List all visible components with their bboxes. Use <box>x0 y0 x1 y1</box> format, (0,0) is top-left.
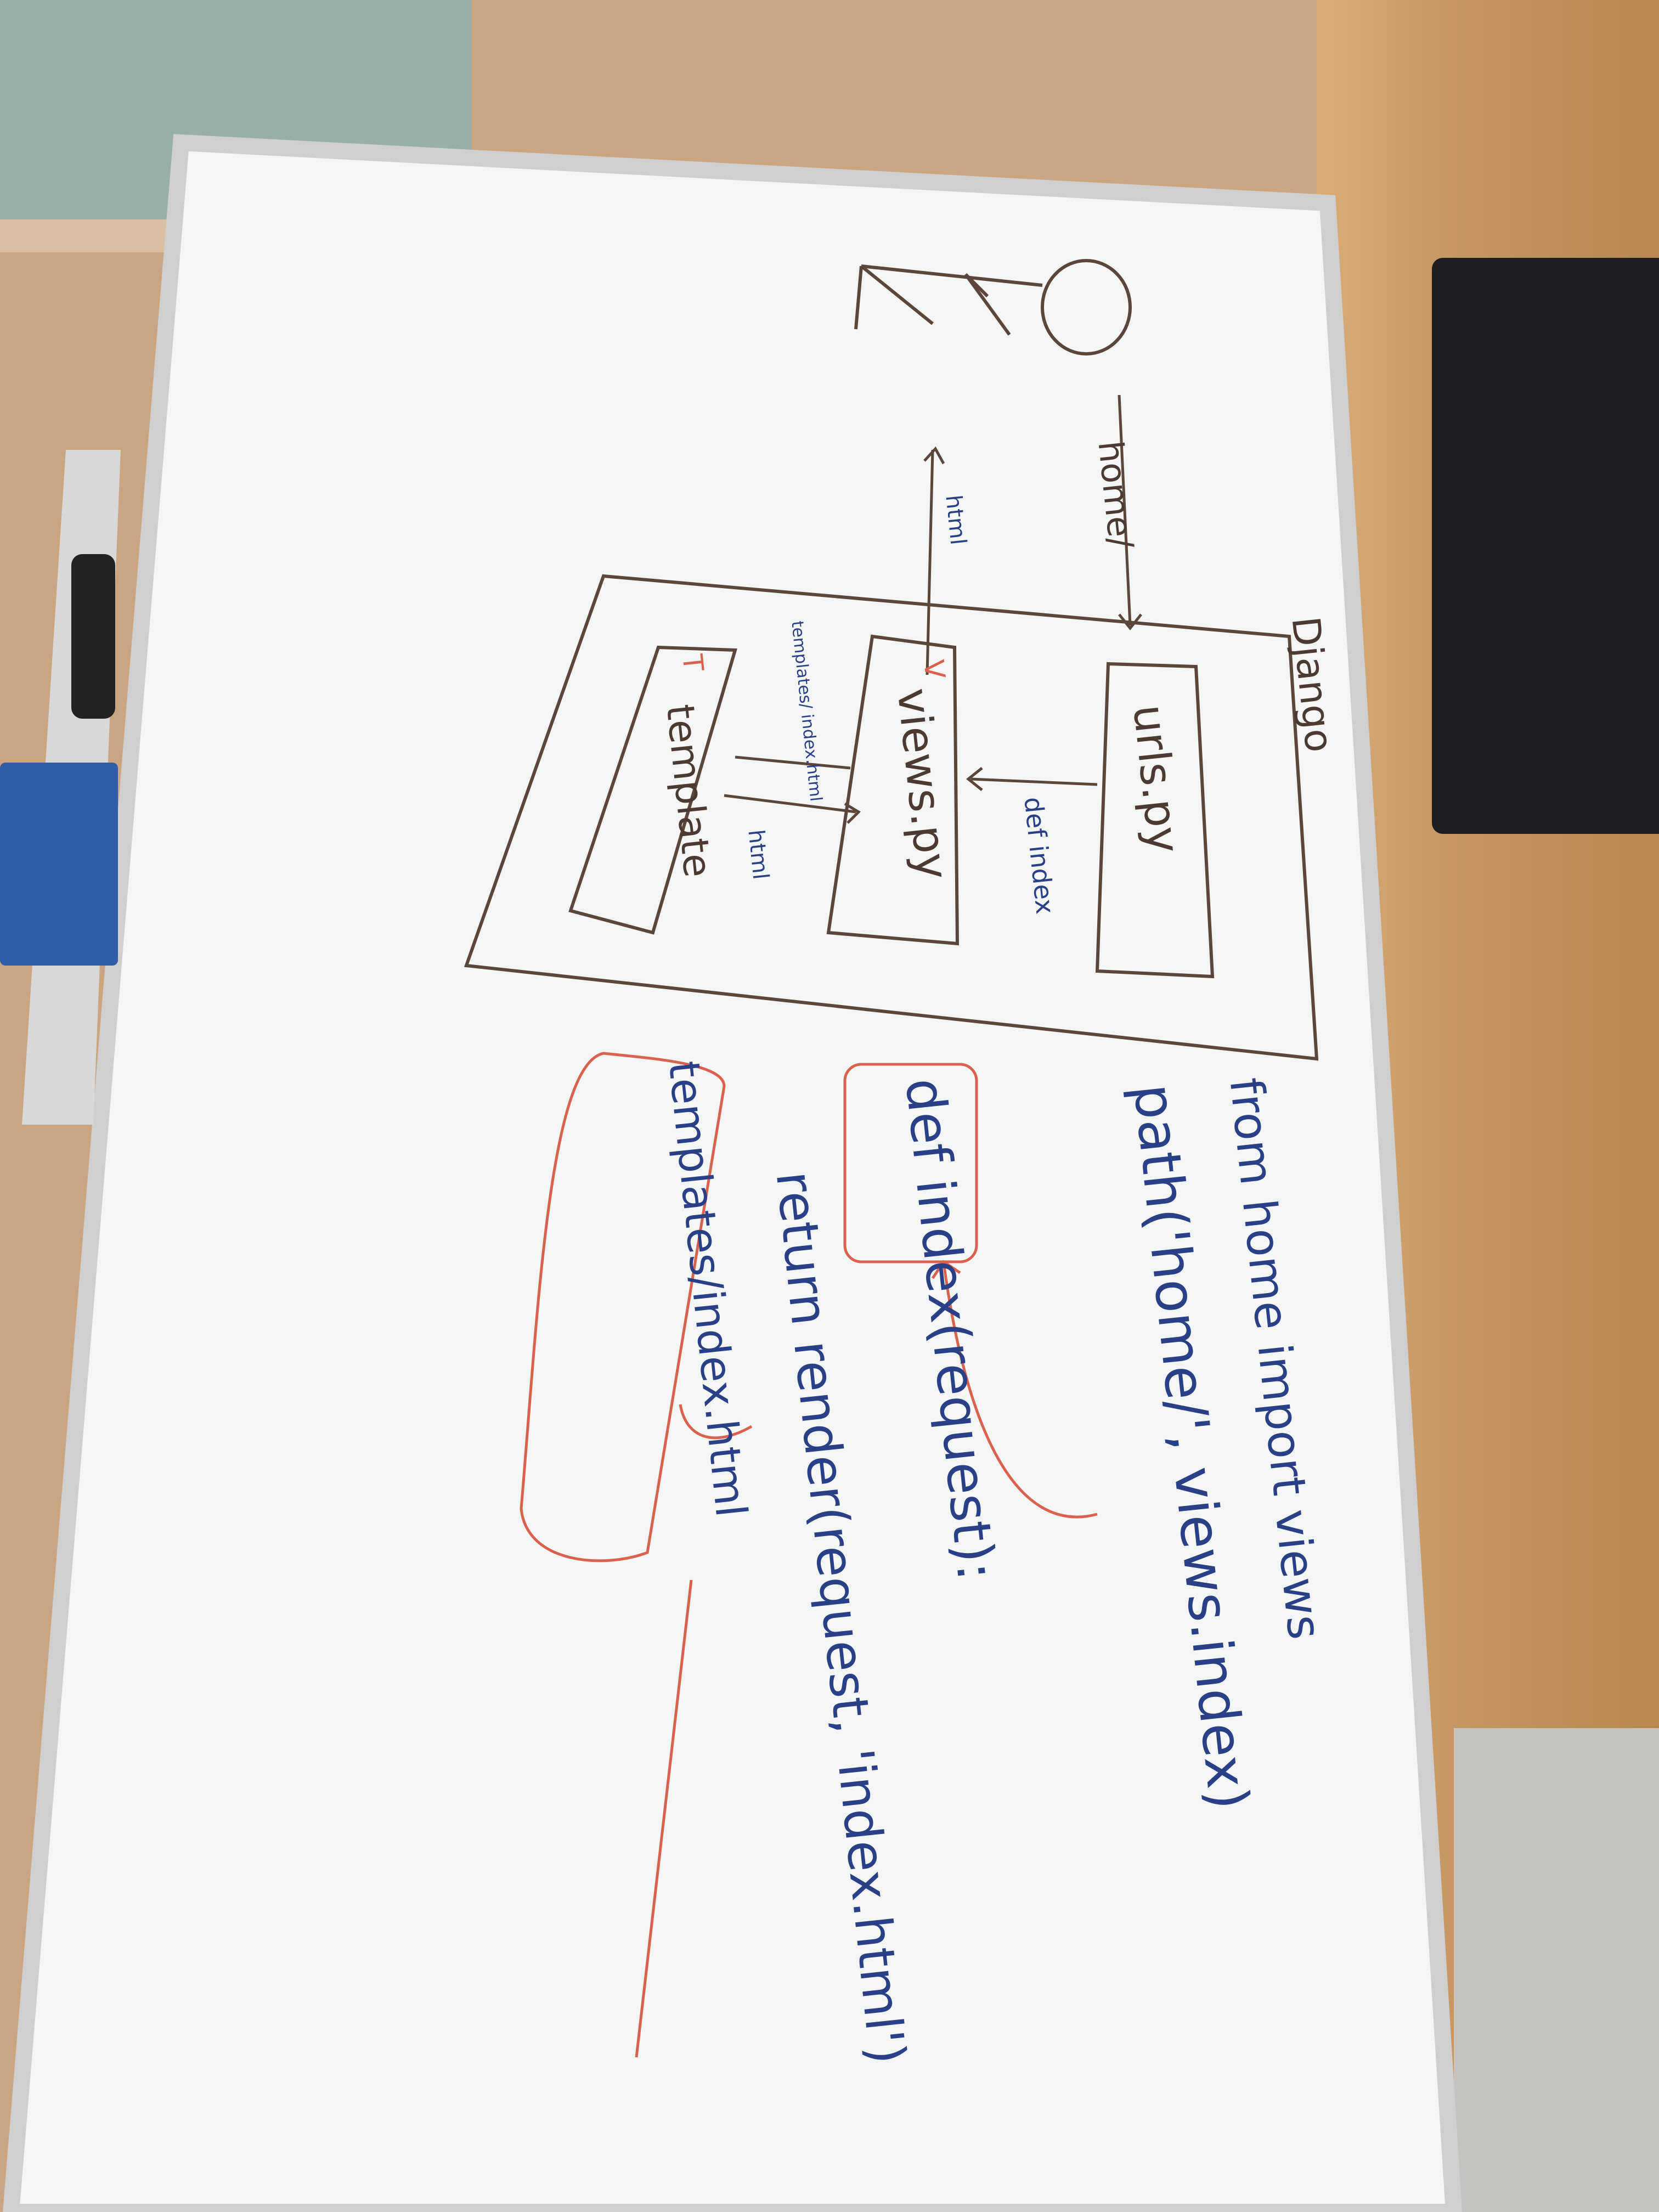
html-label: html <box>743 828 774 881</box>
whiteboard-marker <box>71 554 115 719</box>
whiteboard-eraser <box>0 763 118 966</box>
wall-panel <box>1454 1728 1659 2212</box>
html-response-label: html <box>940 494 971 546</box>
stick-figure <box>854 259 1132 356</box>
speaker <box>1432 258 1659 834</box>
template-marker: T <box>676 653 710 673</box>
views-marker: V <box>917 658 951 681</box>
